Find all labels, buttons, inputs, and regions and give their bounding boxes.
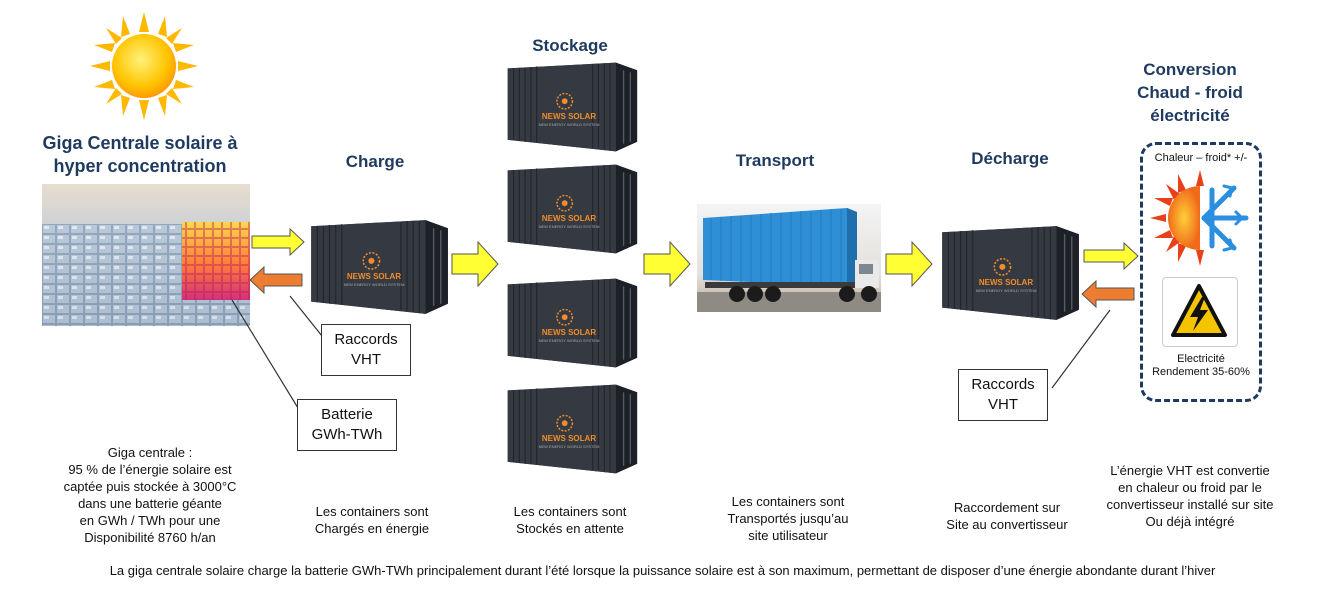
container-brand: NEWS SOLAR [346, 272, 402, 281]
arrow-left-icon [1081, 279, 1135, 309]
container-brand: NEWS SOLAR [541, 434, 597, 443]
storage-container: NEWS SOLAR NEW ENERGY WORLD SYSTEM [500, 380, 640, 478]
stockage-title: Stockage [532, 36, 608, 55]
sun-icon [90, 12, 198, 120]
storage-container: NEWS SOLAR NEW ENERGY WORLD SYSTEM [500, 58, 640, 156]
heat-cold-icon [1150, 170, 1249, 266]
container-tagline: NEW ENERGY WORLD SYSTEM [538, 338, 600, 343]
container-tagline: NEW ENERGY WORLD SYSTEM [538, 444, 600, 449]
electricity-label: Electricité Rendement 35-60% [1152, 353, 1250, 378]
centrale-title: Giga Centrale solaire à hyper concentrat… [42, 133, 238, 176]
conversion-title: Conversion Chaud - froid électricité [1137, 60, 1243, 125]
arrow-right-icon [451, 240, 499, 288]
raccords-box-right: Raccords VHT [958, 369, 1048, 421]
arrow-right-icon [1083, 241, 1139, 271]
transport-description: Les containers sont Transportés jusqu’au… [727, 494, 849, 543]
discharge-container: NEWS SOLAR NEW ENERGY WORLD SYSTEM [934, 222, 1082, 324]
decharge-description: Raccordement sur Site au convertisseur [946, 500, 1068, 532]
heat-cold-label: Chaleur – froid* +/- [1154, 152, 1248, 164]
storage-container: NEWS SOLAR NEW ENERGY WORLD SYSTEM [500, 274, 640, 372]
container-brand: NEWS SOLAR [978, 278, 1034, 287]
truck-image [697, 204, 881, 312]
decharge-title: Décharge [971, 149, 1049, 168]
charge-description: Les containers sont Chargés en énergie [314, 504, 430, 536]
centrale-description: Giga centrale : 95 % de l’énergie solair… [63, 445, 237, 545]
container-tagline: NEW ENERGY WORLD SYSTEM [975, 288, 1037, 293]
arrow-right-icon [251, 227, 305, 257]
raccords-box-left: Raccords VHT [321, 324, 411, 376]
container-tagline: NEW ENERGY WORLD SYSTEM [343, 282, 405, 287]
container-brand: NEWS SOLAR [541, 328, 597, 337]
arrow-left-icon [249, 265, 303, 295]
arrow-right-icon [885, 240, 933, 288]
arrow-right-icon [643, 240, 691, 288]
stockage-description: Les containers sont Stockés en attente [513, 504, 627, 536]
container-tagline: NEW ENERGY WORLD SYSTEM [538, 224, 600, 229]
solar-plant-image [42, 184, 250, 326]
container-brand: NEWS SOLAR [541, 214, 597, 223]
charge-title: Charge [345, 152, 405, 171]
high-voltage-icon [1171, 284, 1227, 337]
container-brand: NEWS SOLAR [541, 112, 597, 121]
transport-title: Transport [735, 151, 815, 170]
charge-container: NEWS SOLAR NEW ENERGY WORLD SYSTEM [302, 216, 452, 318]
conversion-description: L’énergie VHT est convertie en chaleur o… [1106, 463, 1274, 529]
container-tagline: NEW ENERGY WORLD SYSTEM [538, 122, 600, 127]
footer-note: La giga centrale solaire charge la batte… [109, 563, 1216, 578]
storage-container: NEWS SOLAR NEW ENERGY WORLD SYSTEM [500, 160, 640, 258]
batterie-box: Batterie GWh-TWh [297, 399, 397, 451]
